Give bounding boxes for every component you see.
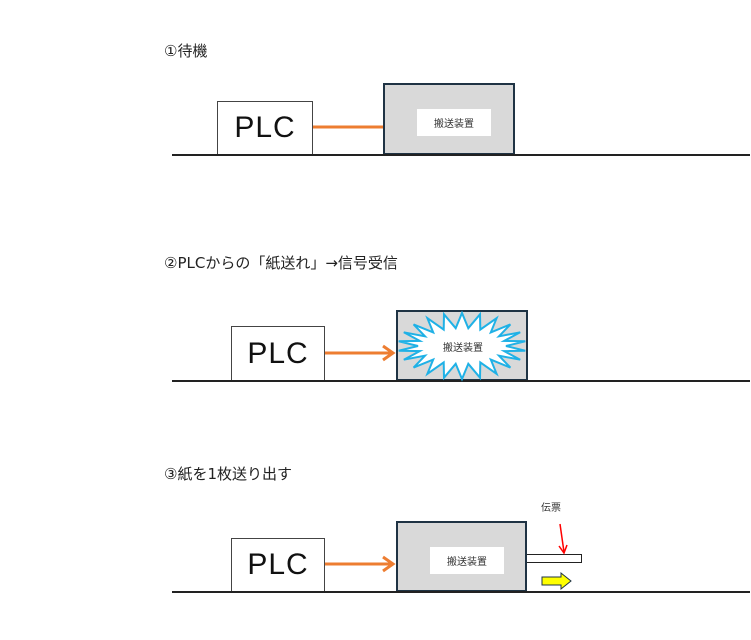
signal-arrow [325,344,396,362]
scene-2-title: ②PLCからの「紙送れ」→信号受信 [164,254,398,272]
feed-direction-arrow-icon [541,571,572,591]
device-label: 搬送装置 [443,342,483,354]
scene-1-title: ①待機 [164,42,208,60]
plc-box: PLC [231,538,325,592]
signal-burst-icon [398,310,526,382]
plc-label: PLC [247,336,309,370]
signal-arrow [325,555,396,573]
device-label: 搬送装置 [417,109,491,136]
plc-label: PLC [247,548,309,581]
ground-line [172,591,750,593]
slip-pointer-arrow [558,523,568,555]
scene-3-title: ③紙を1枚送り出す [164,465,292,483]
device-label: 搬送装置 [430,547,504,574]
plc-box: PLC [231,326,325,381]
ground-line [172,380,750,382]
ground-line [172,154,750,156]
plc-label: PLC [234,111,296,144]
slip-label: 伝票 [541,503,561,514]
conveyor-device: 搬送装置 [396,521,527,592]
